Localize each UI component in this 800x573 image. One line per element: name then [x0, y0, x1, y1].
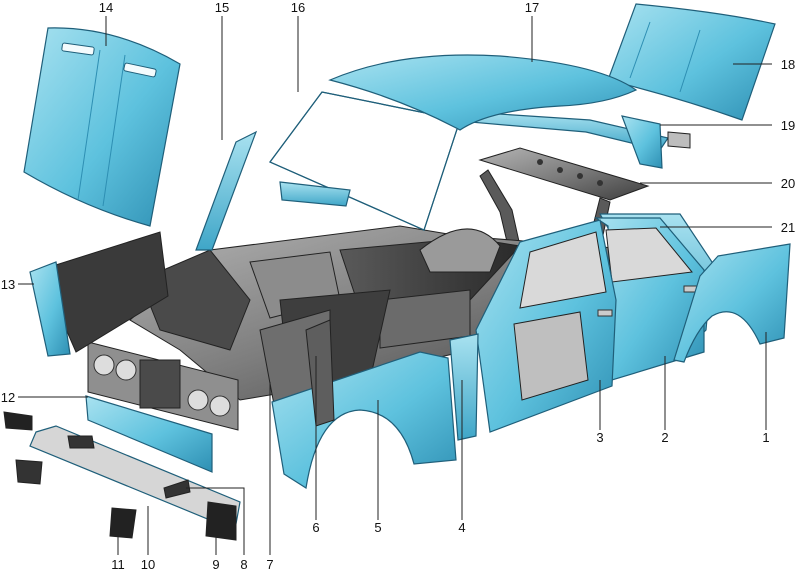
rear-door-panel: [594, 217, 705, 381]
callout-3: 3: [596, 430, 603, 445]
rear-window-panel: [467, 111, 691, 169]
callout-19: 19: [781, 118, 795, 133]
callout-5: 5: [374, 520, 381, 535]
callout-2: 2: [661, 430, 668, 445]
bumper-guard-left: [109, 507, 137, 539]
callout-1: 1: [762, 430, 769, 445]
callout-7: 7: [266, 557, 273, 572]
bumper-guard-right: [205, 501, 237, 541]
a-pillar-lower: [305, 319, 335, 427]
roof-panel: [328, 54, 638, 131]
callout-16: 16: [291, 0, 305, 15]
callout-12: 12: [1, 390, 15, 405]
leader-lines: [18, 16, 772, 555]
windscreen-frame: [195, 91, 461, 251]
rear-wing-panel: [673, 243, 791, 363]
callout-9: 9: [212, 557, 219, 572]
front-apron-panel: [85, 395, 213, 473]
bumper-bracket-right: [163, 479, 191, 499]
front-wing-panel: [271, 351, 457, 489]
trunk-lid-panel: [607, 3, 776, 121]
callout-8: 8: [240, 557, 247, 572]
hood-panel: [23, 27, 181, 227]
callout-21: 21: [781, 220, 795, 235]
callout-15: 15: [215, 0, 229, 15]
callout-4: 4: [458, 520, 465, 535]
bumper-bracket-mid: [67, 435, 95, 449]
front-wing-left-panel: [29, 231, 169, 357]
callout-10: 10: [141, 557, 155, 572]
callout-11: 11: [111, 557, 125, 572]
bumper-end-left: [3, 411, 33, 431]
callout-6: 6: [312, 520, 319, 535]
bumper-bracket-left: [15, 459, 43, 485]
callout-17: 17: [525, 0, 539, 15]
sill-panel: [449, 333, 479, 441]
callout-13: 13: [1, 277, 15, 292]
radiator-front-panel: [87, 341, 239, 431]
callout-14: 14: [99, 0, 113, 15]
callout-20: 20: [781, 176, 795, 191]
callout-18: 18: [781, 57, 795, 72]
front-door-panel: [475, 219, 617, 433]
